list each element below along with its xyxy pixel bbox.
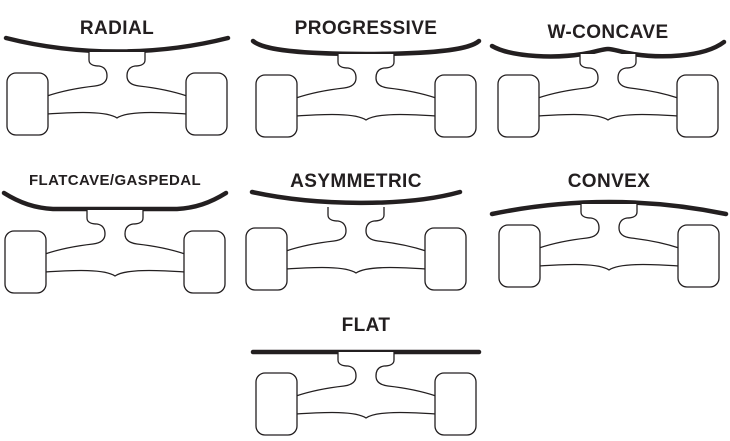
shape-label-convex: CONVEX (568, 171, 651, 192)
shape-flat: FLAT (250, 315, 482, 436)
wheel-left (498, 224, 541, 288)
wheel-left (6, 72, 49, 136)
truck-flat (255, 352, 477, 436)
wheel-left (255, 74, 298, 138)
truck-hanger (538, 204, 680, 271)
truck-radial (6, 52, 228, 136)
shape-label-flatcave: FLATCAVE/GASPEDAL (29, 172, 201, 189)
wheel-left (497, 74, 540, 138)
wheel-right (677, 224, 720, 288)
deck-profile-flatcave (1, 190, 229, 212)
truck-flatcave (4, 210, 226, 294)
shape-label-radial: RADIAL (80, 18, 154, 39)
deck-profile-progressive (250, 38, 482, 57)
truck-progressive (255, 54, 477, 138)
deck-profile-convex (489, 199, 729, 217)
truck-hanger (44, 210, 186, 277)
truck-hanger (537, 54, 679, 121)
wheel-left (4, 230, 47, 294)
wheel-right (424, 227, 467, 291)
shape-asymmetric: ASYMMETRIC (245, 171, 467, 291)
wheel-left (245, 227, 288, 291)
truck-w-concave (497, 54, 719, 138)
wheel-right (185, 72, 228, 136)
wheel-right (434, 372, 477, 436)
shape-progressive: PROGRESSIVE (250, 18, 482, 138)
truck-hanger (285, 207, 427, 274)
wheel-left (255, 372, 298, 436)
shape-label-asymmetric: ASYMMETRIC (290, 171, 422, 192)
truck-convex (498, 204, 720, 288)
wheel-right (183, 230, 226, 294)
wheel-right (676, 74, 719, 138)
shape-label-flat: FLAT (342, 315, 391, 336)
shape-radial: RADIAL (3, 18, 231, 136)
shape-label-progressive: PROGRESSIVE (295, 18, 438, 39)
truck-asymmetric (245, 207, 467, 291)
deck-profile-asymmetric (249, 189, 463, 206)
shape-convex: CONVEX (489, 171, 729, 288)
shape-label-w-concave: W-CONCAVE (547, 22, 668, 43)
deck-profile-radial (3, 35, 231, 54)
wheel-right (434, 74, 477, 138)
shape-w-concave: W-CONCAVE (489, 22, 727, 138)
shape-flatcave: FLATCAVE/GASPEDAL (1, 172, 229, 294)
truck-hanger (46, 52, 188, 119)
truck-hanger (295, 352, 437, 419)
deck-profile-w-concave (489, 39, 727, 59)
truck-hanger (295, 54, 437, 121)
